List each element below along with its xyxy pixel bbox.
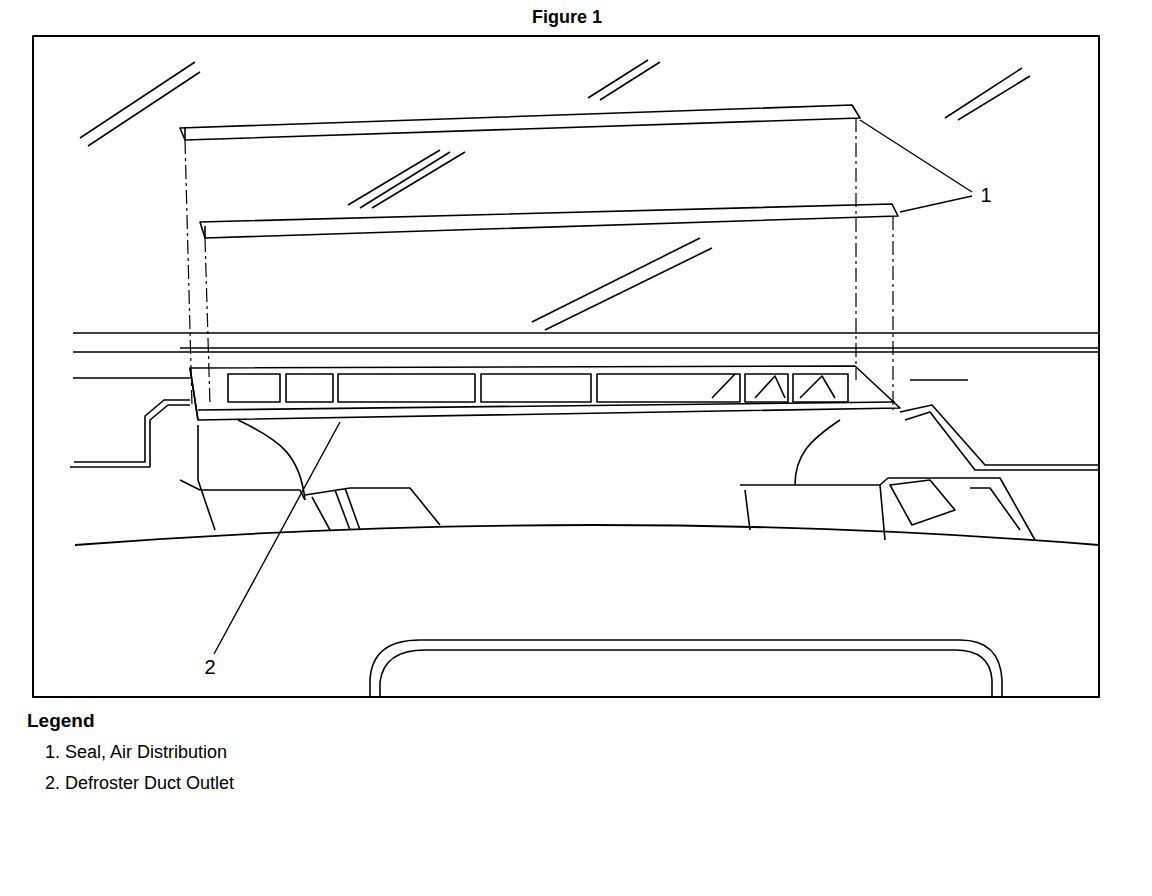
legend-entry: 2. Defroster Duct Outlet: [45, 774, 234, 794]
callout-number: 2: [202, 656, 217, 678]
legend-entry: 1. Seal, Air Distribution: [45, 743, 227, 763]
figure-title: Figure 1: [532, 8, 602, 28]
legend-heading: Legend: [27, 711, 95, 732]
callout-number: 1: [978, 184, 993, 206]
